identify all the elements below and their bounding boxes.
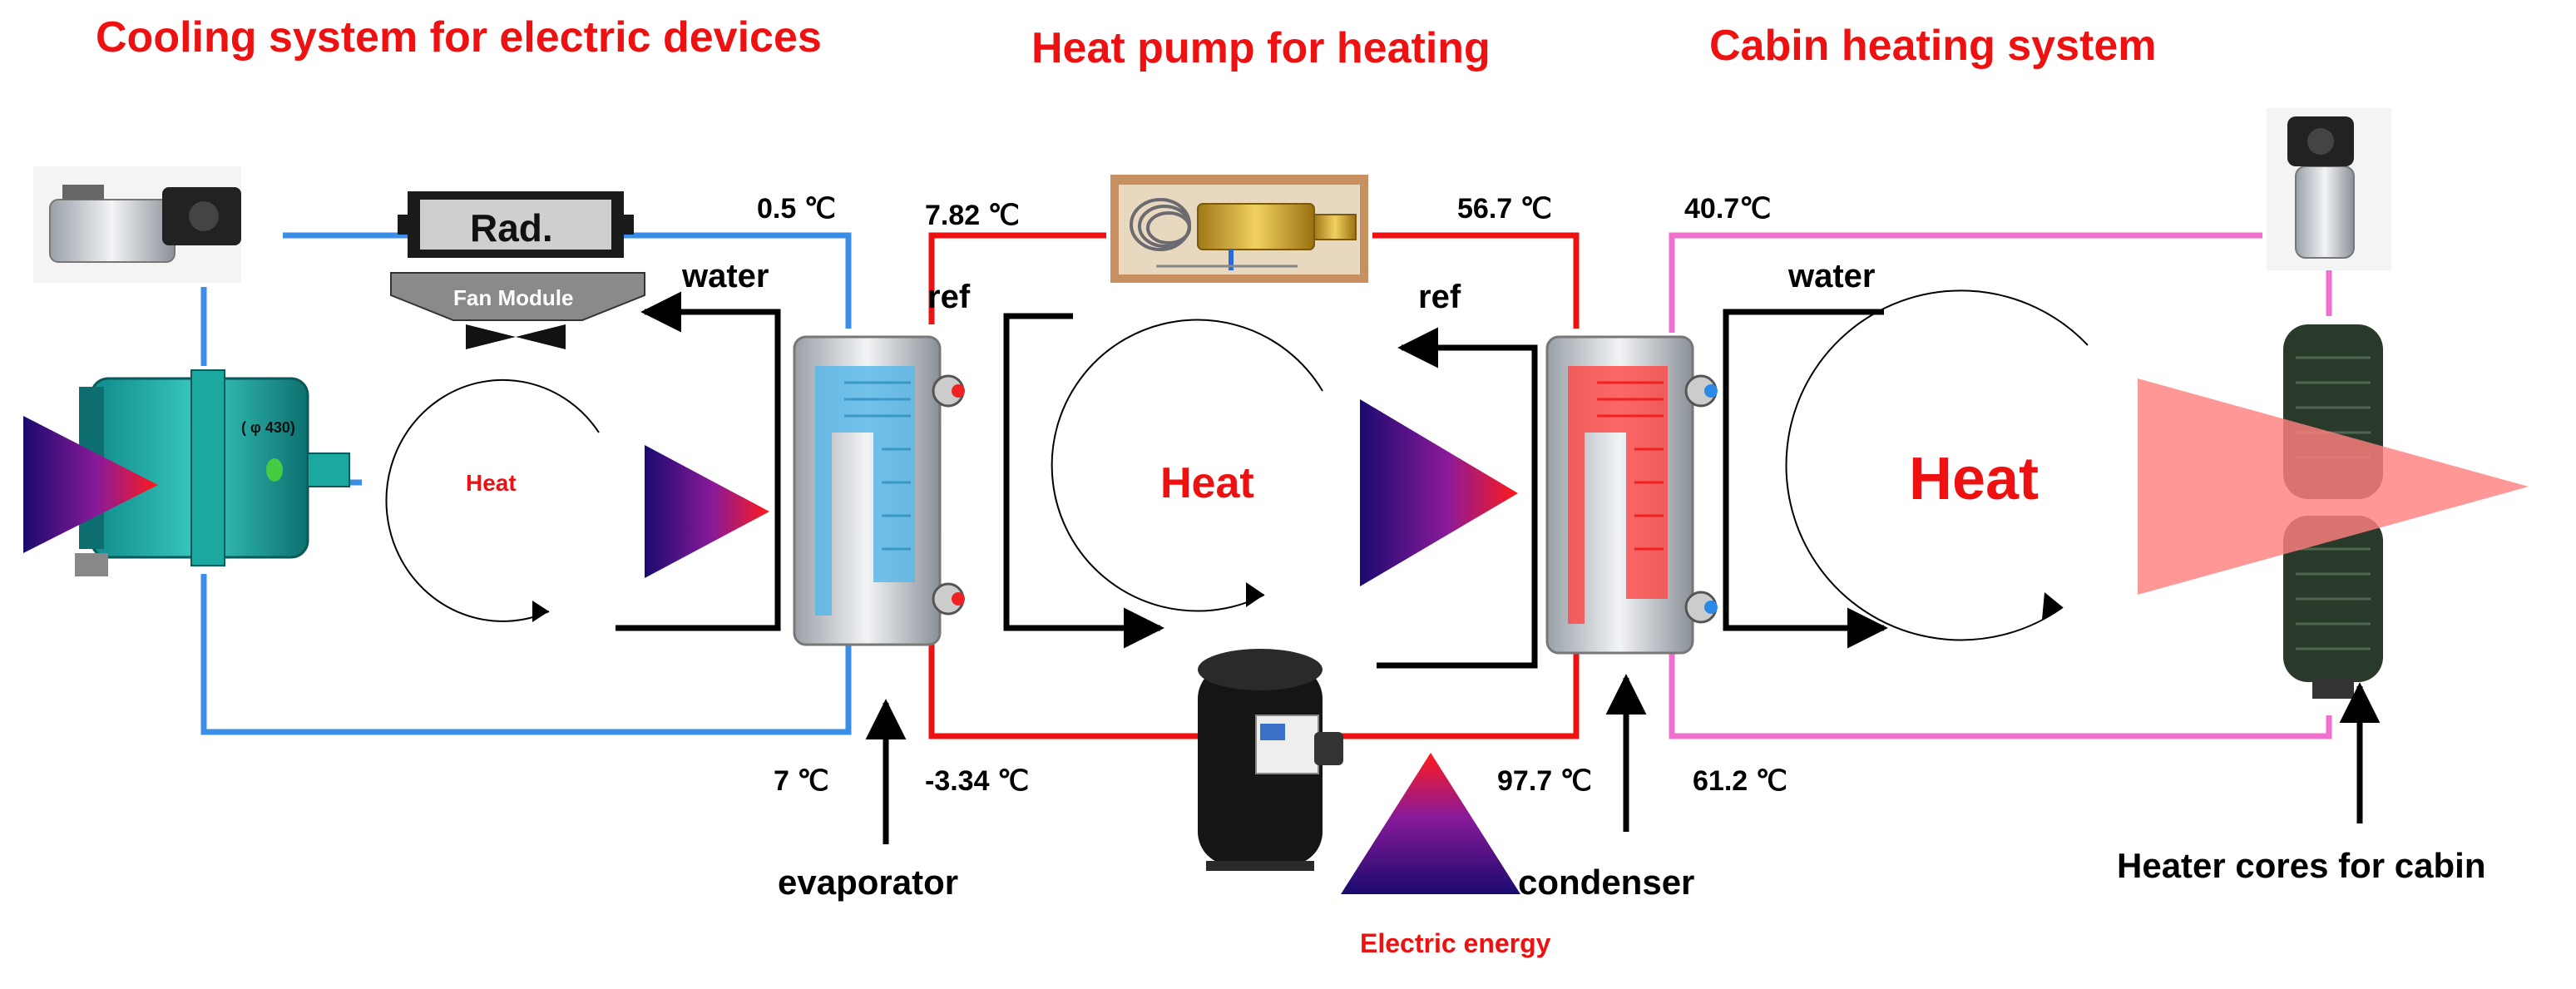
temp-cabin-top: 40.7℃ xyxy=(1684,193,1771,225)
circulation-arrowhead-cabin xyxy=(2042,592,2063,620)
water-pump-left-icon xyxy=(33,166,241,283)
compressor-icon xyxy=(1198,649,1343,871)
circulation-arrowhead-left xyxy=(532,601,549,622)
temp-evap-in-ref: 7.82 ℃ xyxy=(925,200,1020,231)
temp-evap-out-ref: -3.34 ℃ xyxy=(925,765,1029,797)
label-heater-cores: Heater cores for cabin xyxy=(2117,846,2486,885)
cabin-heat-output-arrow xyxy=(2138,378,2529,595)
water-flow-arrow-left xyxy=(616,291,781,631)
fan-module-icon: Fan Module xyxy=(390,272,645,349)
flow-label-water-right: water xyxy=(1787,258,1876,294)
circulation-arrowhead-ref-left xyxy=(1246,582,1264,607)
circulation-arrow-ref-left xyxy=(1051,319,1323,612)
cabin-loop xyxy=(1669,232,2332,739)
refrigerant-loop xyxy=(928,232,1580,739)
circulation-arrow-cabin xyxy=(1785,289,2089,641)
expansion-valve-icon xyxy=(1110,175,1368,283)
flow-label-ref-left: ref xyxy=(927,279,971,315)
motor-marking: ( φ 430) xyxy=(241,419,295,436)
circulation-arrow-left xyxy=(385,378,600,622)
temp-cool-return: 7 ℃ xyxy=(774,765,829,797)
temp-rad-out: 0.5 ℃ xyxy=(757,193,836,225)
heat-input-arrow-condenser xyxy=(1360,399,1518,586)
water-pump-right-icon xyxy=(2267,108,2391,270)
label-evaporator: evaporator xyxy=(778,863,958,902)
temp-cond-in-ref: 56.7 ℃ xyxy=(1457,193,1552,225)
label-electric-energy: Electric energy xyxy=(1360,928,1551,958)
condenser-icon xyxy=(1545,335,1718,655)
radiator-label: Rad. xyxy=(470,206,553,250)
heat-label-small: Heat xyxy=(466,470,517,496)
heat-label-medium: Heat xyxy=(1160,459,1254,507)
flow-label-ref-right: ref xyxy=(1418,279,1461,315)
temp-cond-out-ref: 97.7 ℃ xyxy=(1497,765,1592,797)
fan-module-label: Fan Module xyxy=(453,285,573,310)
ref-flow-arrow-left xyxy=(1003,313,1164,649)
label-condenser: condenser xyxy=(1518,863,1694,902)
evaporator-icon xyxy=(793,335,965,646)
heat-input-arrow-evaporator xyxy=(645,445,769,578)
title-cooling-system: Cooling system for electric devices xyxy=(96,13,822,62)
title-heat-pump: Heat pump for heating xyxy=(1031,24,1491,72)
heat-label-large: Heat xyxy=(1909,446,2039,512)
temp-cabin-bottom: 61.2 ℃ xyxy=(1693,765,1787,797)
title-cabin-heating: Cabin heating system xyxy=(1709,22,2156,70)
heat-input-arrow-motor xyxy=(23,416,158,553)
ref-flow-arrow-right xyxy=(1377,327,1538,669)
heater-core-lower-icon xyxy=(2283,516,2383,699)
radiator-icon: Rad. xyxy=(398,191,634,258)
flow-label-water-left: water xyxy=(681,258,769,294)
electric-energy-arrow xyxy=(1341,753,1520,894)
water-flow-arrow-right xyxy=(1723,309,1888,649)
